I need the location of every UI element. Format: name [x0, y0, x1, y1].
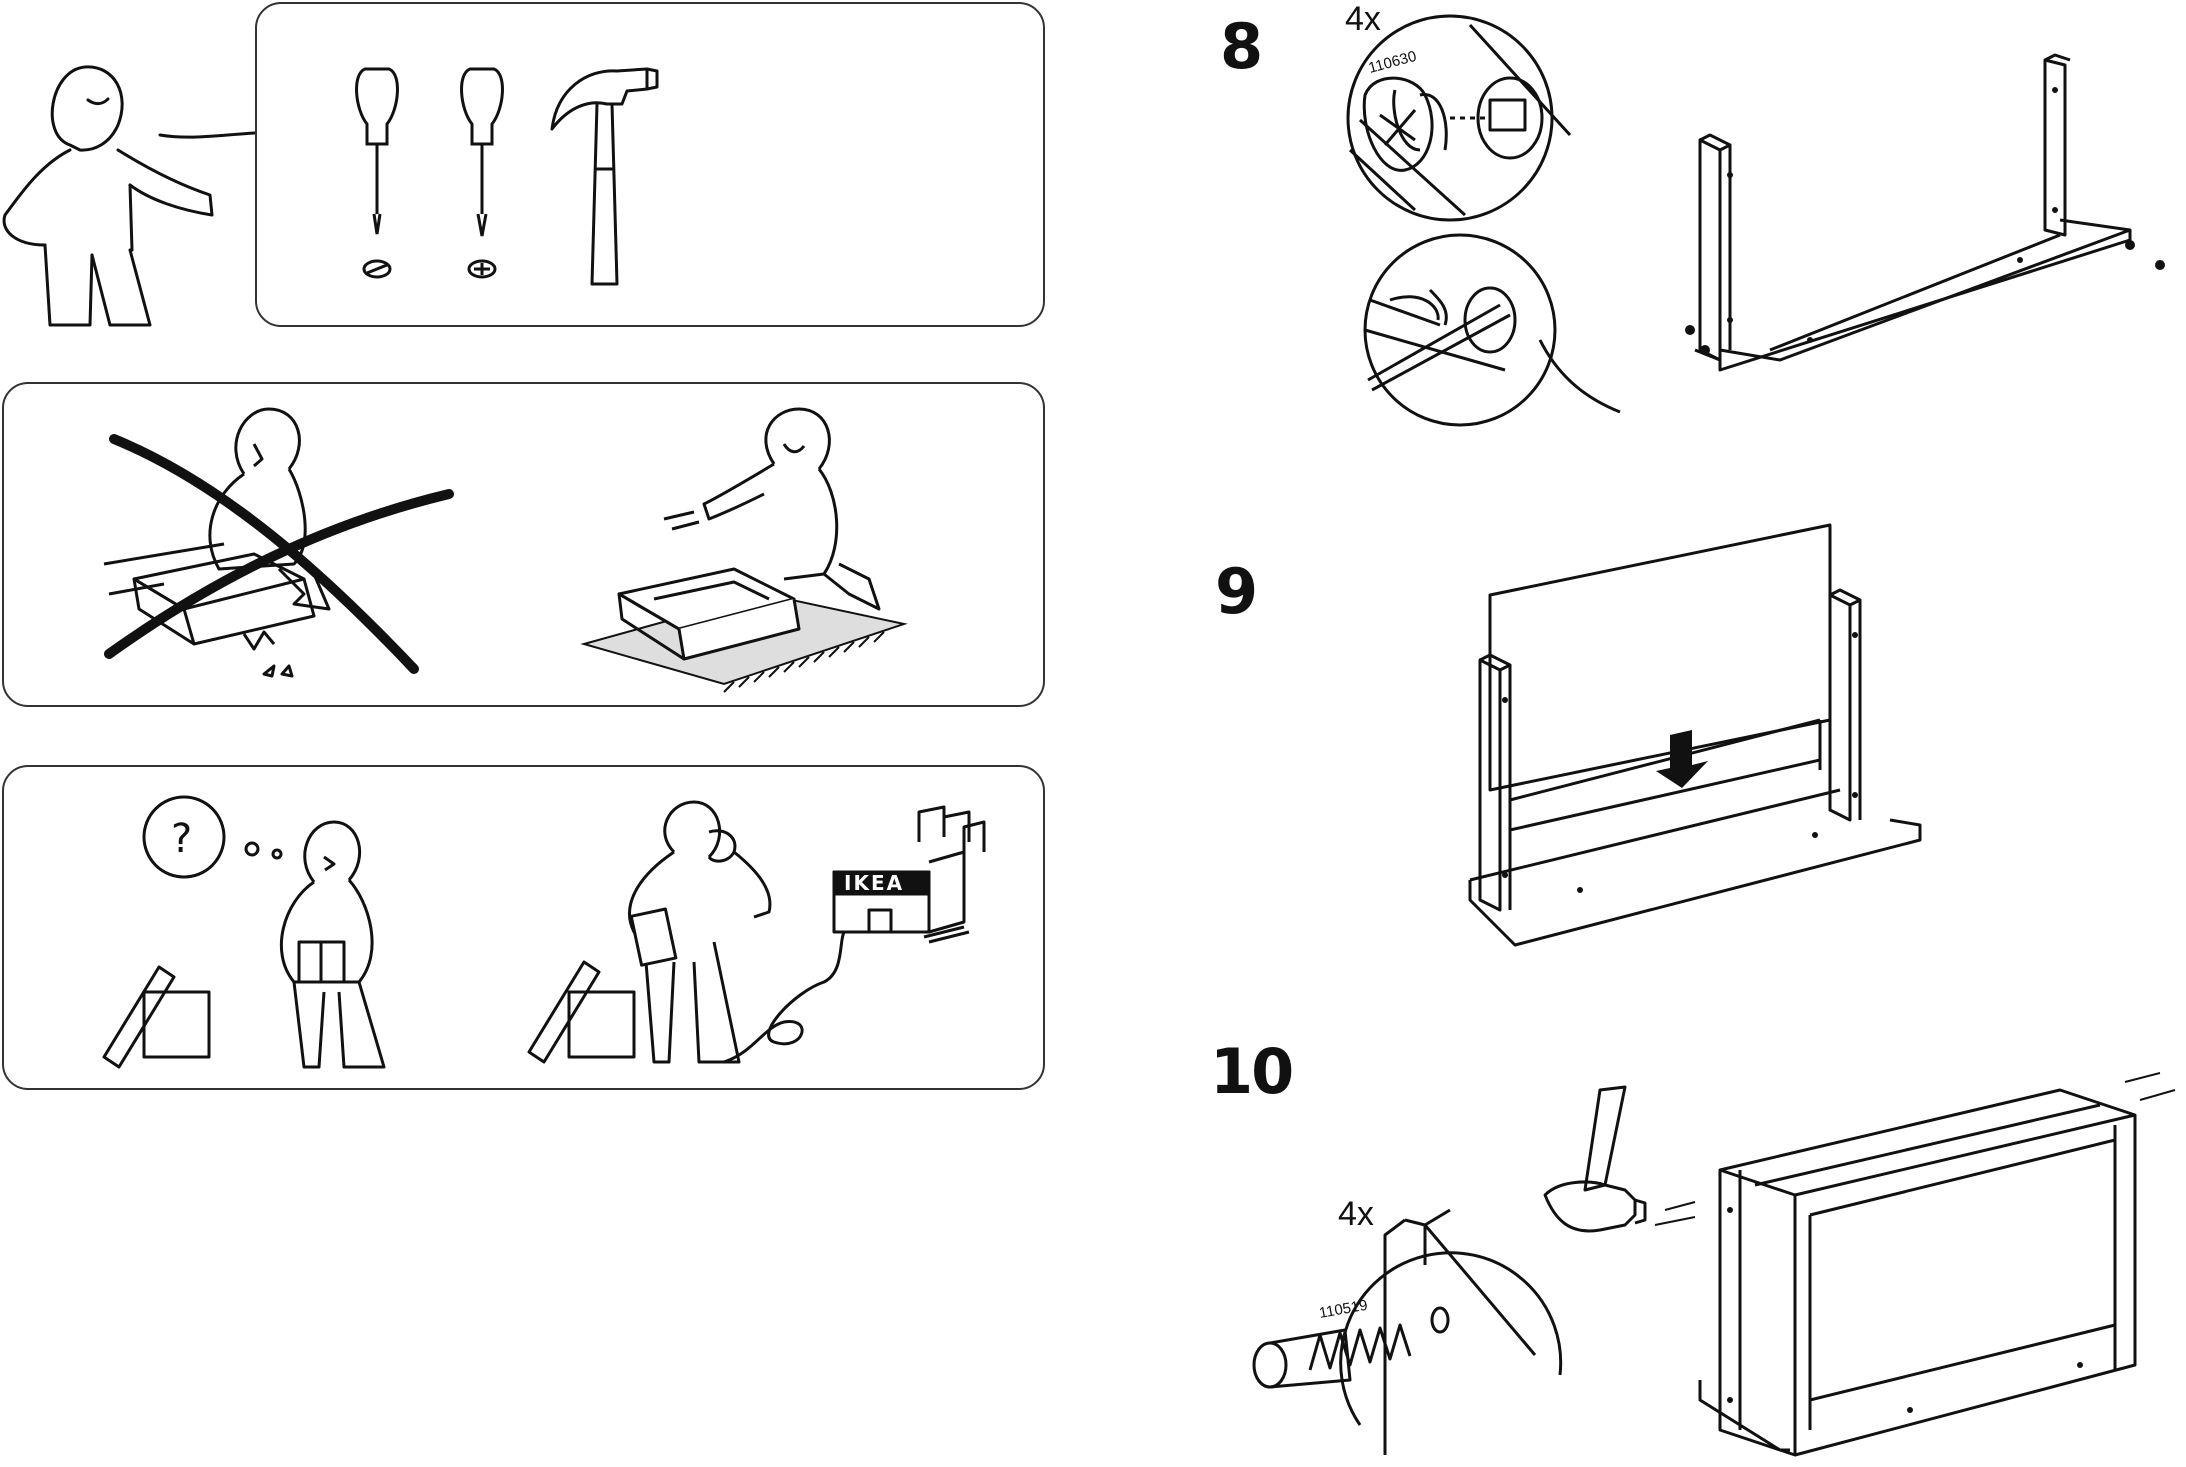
help-panel: ? IKEA [2, 765, 1045, 1090]
soft-rug-icon [584, 404, 924, 694]
step-10-part-number: 110519 [1318, 1297, 1369, 1322]
step-9-back-panel-assembly [1460, 520, 1920, 970]
step-10-dowel-detail: 110519 [1250, 1185, 1580, 1467]
step-number-10: 10 [1210, 1035, 1292, 1108]
step-10-hammer-icon [1540, 1085, 1670, 1245]
tool-person-illustration [0, 55, 260, 335]
step-8-cam-lock-detail: 110630 [1320, 0, 1620, 440]
ikea-store-sign: IKEA [844, 871, 904, 895]
hammer-icon [547, 59, 667, 284]
question-mark-label: ? [171, 816, 192, 862]
tools-panel [255, 2, 1045, 327]
step-number-8: 8 [1220, 10, 1261, 83]
step-number-9: 9 [1215, 555, 1256, 628]
floor-care-panel [2, 382, 1045, 707]
step-8-frame-assembly [1660, 50, 2180, 430]
step-8-part-number: 110630 [1367, 48, 1419, 77]
confused-person-illustration: ? [99, 792, 419, 1082]
call-ikea-illustration: IKEA [524, 792, 1024, 1082]
crossed-out-hard-floor-icon [104, 404, 454, 689]
step-10-cabinet-assembly [1660, 1070, 2186, 1465]
phillips-screwdriver-icon [452, 64, 512, 284]
flat-screwdriver-icon [347, 64, 407, 284]
